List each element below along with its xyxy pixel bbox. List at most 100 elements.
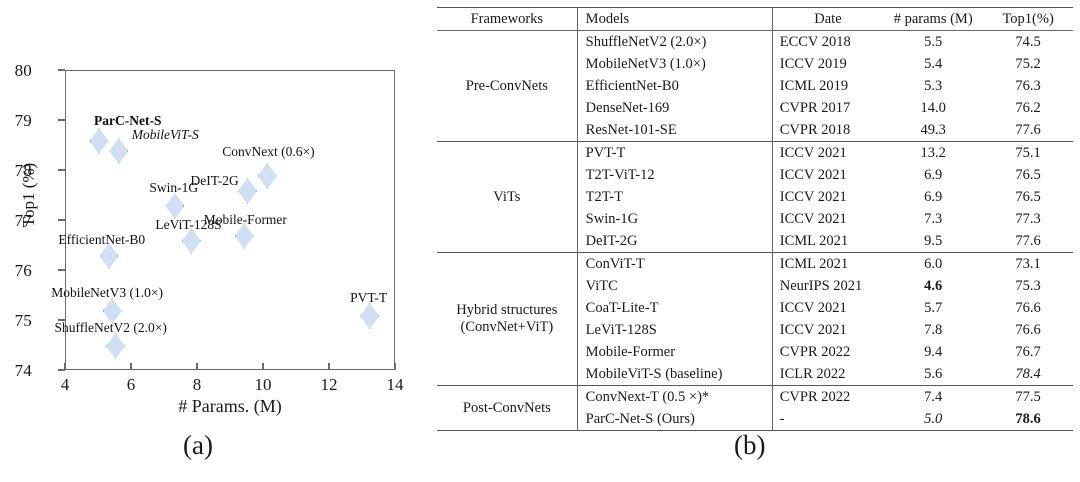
- x-tick-label: 4: [60, 375, 70, 394]
- x-tick-label: 12: [320, 375, 338, 394]
- x-tick-mark: [64, 363, 66, 370]
- model-cell: Swin-1G: [576, 208, 773, 230]
- framework-cell: Post-ConvNets: [437, 385, 578, 431]
- params-cell: 49.3: [920, 121, 946, 138]
- x-tick-mark: [394, 363, 396, 370]
- header-date: Date: [771, 7, 884, 31]
- x-tick-label: 14: [386, 375, 404, 394]
- top1-cell: 76.6: [1015, 321, 1041, 338]
- params-cell: 5.5: [883, 30, 984, 53]
- model-cell: ShuffleNetV2 (2.0×): [576, 30, 773, 53]
- model-cell: ConViT-T: [576, 252, 773, 275]
- framework-cell: Pre-ConvNets: [437, 30, 578, 142]
- rule-cell: [772, 430, 884, 431]
- data-point-marker: [257, 163, 277, 189]
- date-cell: ICML 2021: [771, 252, 884, 275]
- params-cell: 7.3: [924, 210, 943, 227]
- x-tick-label: 6: [126, 375, 136, 394]
- top1-cell: 74.5: [983, 30, 1073, 53]
- y-tick-mark: [58, 369, 65, 371]
- top1-cell: 76.5: [1015, 166, 1041, 183]
- header-params: # params (M): [883, 7, 984, 31]
- date-cell: CVPR 2018: [771, 119, 884, 142]
- data-point-marker: [165, 193, 185, 219]
- rule-cell: [883, 430, 984, 431]
- params-cell: 5.6: [924, 365, 943, 382]
- model-cell: ParC-Net-S (Ours): [576, 408, 773, 431]
- top1-cell: 78.4: [1015, 365, 1041, 382]
- x-tick-mark: [130, 363, 132, 370]
- params-cell: 4.6: [924, 277, 943, 294]
- data-point-label: ParC-Net-S: [94, 113, 162, 128]
- y-tick-label: 77: [14, 211, 32, 230]
- x-tick-label: 10: [254, 375, 272, 394]
- date-cell: ICCV 2021: [771, 297, 884, 319]
- header-models: Models: [576, 7, 773, 31]
- y-tick-label: 79: [14, 111, 32, 130]
- comparison-table-panel: Frameworks Models Date # params (M) Top1…: [430, 0, 1080, 482]
- data-point-label: PVT-T: [350, 290, 388, 305]
- params-cell: 5.3: [924, 77, 943, 94]
- date-cell: CVPR 2022: [771, 385, 884, 408]
- data-point-marker: [238, 178, 257, 204]
- x-tick-mark: [328, 363, 330, 370]
- date-cell: ECCV 2018: [771, 30, 884, 53]
- top1-cell: 76.5: [1015, 188, 1041, 205]
- data-point-marker: [102, 298, 122, 324]
- data-point-label: ShuffleNetV2 (2.0×): [54, 320, 167, 335]
- date-cell: -: [771, 408, 884, 431]
- table-header-row: Frameworks Models Date # params (M) Top1…: [437, 7, 1073, 31]
- y-tick-label: 75: [14, 311, 32, 330]
- top1-cell: 77.3: [1015, 210, 1041, 227]
- model-cell: PVT-T: [576, 141, 773, 164]
- x-tick-label: 8: [192, 375, 202, 394]
- date-cell: ICCV 2021: [771, 319, 884, 341]
- date-cell: ICCV 2021: [771, 186, 884, 208]
- date-cell: CVPR 2017: [771, 97, 884, 119]
- top1-cell: 73.1: [983, 252, 1073, 275]
- model-cell: T2T-T: [576, 186, 773, 208]
- caption-b: (b): [734, 430, 766, 460]
- data-point-label: LeViT-128S: [155, 217, 222, 232]
- header-frameworks: Frameworks: [437, 7, 578, 31]
- params-cell: 5.4: [924, 55, 943, 72]
- model-cell: ConvNext-T (0.5 ×)*: [576, 385, 773, 408]
- rule-cell: [577, 430, 773, 431]
- params-cell: 7.4: [883, 385, 984, 408]
- caption-a: (a): [183, 430, 213, 460]
- table-bottom-rule: [437, 430, 1073, 431]
- rule-cell: [983, 430, 1073, 431]
- top1-cell: 76.6: [1015, 299, 1041, 316]
- data-point-marker: [360, 303, 380, 329]
- model-cell: CoaT-Lite-T: [576, 297, 773, 319]
- date-cell: ICCV 2021: [771, 164, 884, 186]
- data-point-marker: [234, 223, 254, 249]
- y-tick-label: 80: [14, 61, 32, 80]
- model-cell: ViTC: [576, 275, 773, 297]
- params-cell: 6.9: [924, 188, 943, 205]
- top1-cell: 77.6: [1015, 232, 1041, 249]
- params-cell: 5.0: [924, 410, 943, 427]
- header-top1: Top1(%): [983, 7, 1073, 31]
- model-cell: EfficientNet-B0: [576, 75, 773, 97]
- data-point-label: ConvNext (0.6×): [222, 144, 315, 159]
- model-cell: MobileViT-S (baseline): [576, 363, 773, 386]
- data-point-label: MobileViT-S: [131, 127, 199, 142]
- model-cell: DenseNet-169: [576, 97, 773, 119]
- y-tick-mark: [58, 319, 65, 321]
- y-tick-mark: [58, 269, 65, 271]
- params-cell: 13.2: [883, 141, 984, 164]
